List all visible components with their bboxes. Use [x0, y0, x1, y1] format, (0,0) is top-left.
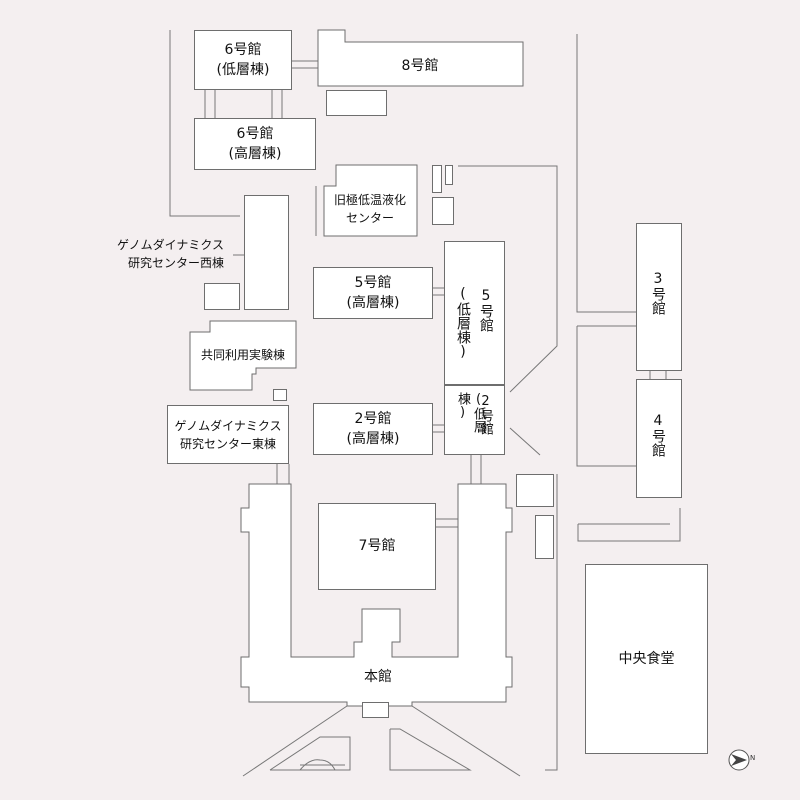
building-2-low-mark: (低層棟): [455, 392, 486, 433]
building-8-label: 8号館: [401, 58, 439, 74]
honkan-outline: [240, 483, 513, 707]
building-5-low-name: 5号館: [478, 288, 494, 332]
building-5-low-mark: (低層棟): [455, 286, 471, 360]
building-7[interactable]: 7号館: [318, 503, 436, 590]
building-6-low[interactable]: 6号館 (低層棟): [194, 30, 292, 90]
building-genome-west[interactable]: [244, 195, 289, 310]
building-5-high[interactable]: 5号館 (高層棟): [313, 267, 433, 319]
building-small-e: [204, 283, 240, 310]
cafeteria-label: 中央食堂: [618, 651, 675, 667]
building-7-label: 7号館: [358, 538, 396, 554]
kyodo-outline: [189, 320, 297, 391]
b8-outline: [317, 29, 524, 87]
building-4-label: 4号館: [650, 413, 666, 457]
building-small-a: [326, 90, 387, 116]
genome-east-label: ゲノムダイナミクス 研究センター東棟: [174, 419, 282, 451]
building-small-d: [432, 197, 454, 225]
building-2-high-label: 2号館 (高層棟): [346, 411, 400, 447]
building-3[interactable]: 3号館: [636, 223, 682, 371]
compass-north-label: N: [750, 754, 756, 762]
building-small-b: [432, 165, 442, 193]
building-2-low-name: 2号館: [478, 394, 493, 435]
building-small-f: [273, 389, 287, 401]
building-5-low[interactable]: (低層棟) 5号館: [444, 241, 505, 385]
building-5-high-label: 5号館 (高層棟): [346, 275, 400, 311]
cryo-center-label: 旧極低温液化 センター: [333, 193, 406, 225]
building-4[interactable]: 4号館: [636, 379, 682, 498]
building-small-c: [445, 165, 453, 185]
building-2-low[interactable]: (低層棟) 2号館: [444, 385, 505, 455]
building-2-high[interactable]: 2号館 (高層棟): [313, 403, 433, 455]
building-small-h: [535, 515, 554, 559]
building-6-high-label: 6号館 (高層棟): [228, 126, 282, 162]
building-6-high[interactable]: 6号館 (高層棟): [194, 118, 316, 170]
building-small-g: [516, 474, 554, 507]
building-3-label: 3号館: [650, 271, 666, 315]
kyodo-label: 共同利用実験棟: [200, 348, 285, 362]
building-genome-east[interactable]: ゲノムダイナミクス 研究センター東棟: [167, 405, 289, 464]
building-cafeteria[interactable]: 中央食堂: [585, 564, 708, 754]
compass-icon: [728, 749, 750, 771]
cryo-outline: [323, 164, 418, 237]
genome-west-label: ゲノムダイナミクス 研究センター西棟: [116, 238, 224, 270]
building-small-i: [362, 702, 389, 718]
compass: N: [728, 748, 756, 772]
building-6-low-label: 6号館 (低層棟): [216, 42, 270, 78]
honkan-label: 本館: [364, 669, 392, 685]
